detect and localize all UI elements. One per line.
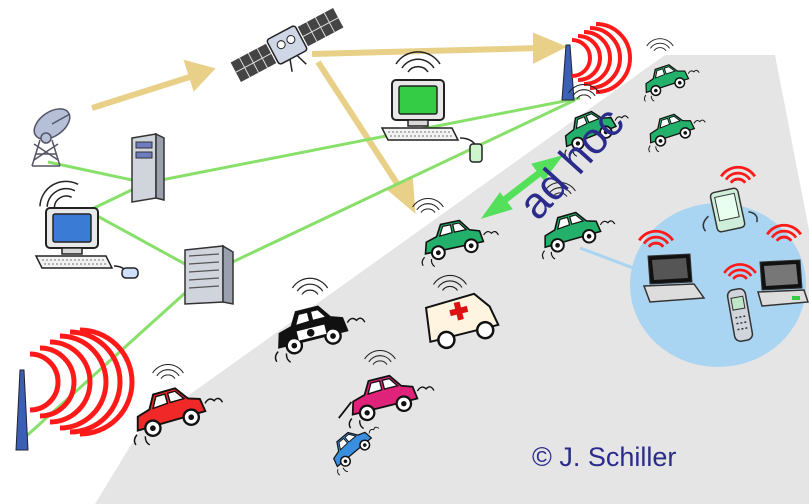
copyright-label: © J. Schiller xyxy=(532,442,676,472)
ambulance-icon xyxy=(424,292,500,350)
laptop-icon xyxy=(642,253,706,303)
satellite-links xyxy=(91,32,568,214)
police-car-icon xyxy=(264,295,372,367)
laptop-icon xyxy=(757,259,809,307)
mobile-devices-bubble xyxy=(630,203,806,367)
switch-rack-icon xyxy=(184,244,234,305)
pda-icon xyxy=(702,187,758,233)
satellite-dish-icon xyxy=(31,108,71,167)
mobile-phone-icon xyxy=(726,288,754,342)
tow-truck-icon xyxy=(338,365,440,433)
radio-tower-icon xyxy=(561,22,632,101)
green-desktop-computer-icon xyxy=(381,51,483,163)
adhoc-arrow xyxy=(480,155,564,219)
radio-tower-icon xyxy=(15,327,135,451)
satellite-icon xyxy=(230,8,344,82)
road xyxy=(95,55,809,504)
desktop-computer-icon xyxy=(33,173,139,279)
server-tower-icon xyxy=(131,132,165,203)
wired-links xyxy=(20,96,581,442)
